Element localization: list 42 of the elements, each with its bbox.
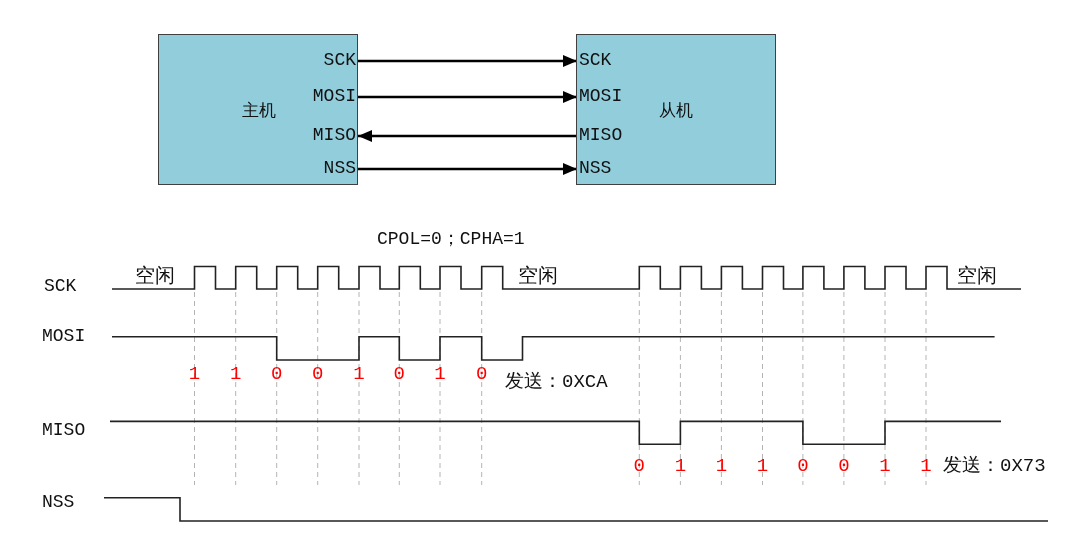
signal-name: SCK xyxy=(44,277,77,295)
bit-value: 0 xyxy=(271,364,283,384)
device-name: 从机 xyxy=(659,102,693,120)
pin-label: MISO xyxy=(312,126,356,144)
bit-value: 0 xyxy=(797,456,809,476)
pin-label: SCK xyxy=(579,51,612,69)
bit-value: 1 xyxy=(715,456,728,476)
bit-value: 1 xyxy=(674,456,687,476)
bit-value: 0 xyxy=(393,364,405,384)
bit-value: 1 xyxy=(879,456,891,476)
pin-label: MOSI xyxy=(312,87,356,105)
bit-value: 0 xyxy=(838,456,850,476)
pin-label: NSS xyxy=(579,159,612,177)
signal-name: MOSI xyxy=(42,327,86,345)
bit-value: 1 xyxy=(756,456,769,476)
idle-label: 空闲 xyxy=(518,267,558,287)
bit-value: 1 xyxy=(188,364,201,384)
device-box xyxy=(158,34,358,185)
device-box xyxy=(576,34,776,185)
pin-label: MISO xyxy=(579,126,623,144)
pin-label: SCK xyxy=(323,51,356,69)
bit-value: 0 xyxy=(633,456,645,476)
data-note: 发送：0X73 xyxy=(943,456,1046,476)
data-note: 发送：0XCA xyxy=(505,372,608,392)
mode-label: CPOL=0；CPHA=1 xyxy=(377,230,525,248)
bit-value: 1 xyxy=(434,364,446,384)
bit-value: 0 xyxy=(312,364,324,384)
bit-value: 0 xyxy=(476,364,488,384)
bit-value: 1 xyxy=(230,364,242,384)
arrow xyxy=(358,55,577,67)
pin-label: NSS xyxy=(323,159,356,177)
bit-value: 1 xyxy=(920,456,932,476)
pin-label: MOSI xyxy=(579,87,623,105)
arrow xyxy=(358,91,577,103)
device-name: 主机 xyxy=(242,102,276,120)
bit-value: 1 xyxy=(353,364,365,384)
arrow xyxy=(358,130,577,142)
idle-label: 空闲 xyxy=(957,267,997,287)
signal-name: NSS xyxy=(42,493,75,511)
arrow xyxy=(358,163,577,175)
idle-label: 空闲 xyxy=(135,267,175,287)
signal-name: MISO xyxy=(42,421,86,439)
